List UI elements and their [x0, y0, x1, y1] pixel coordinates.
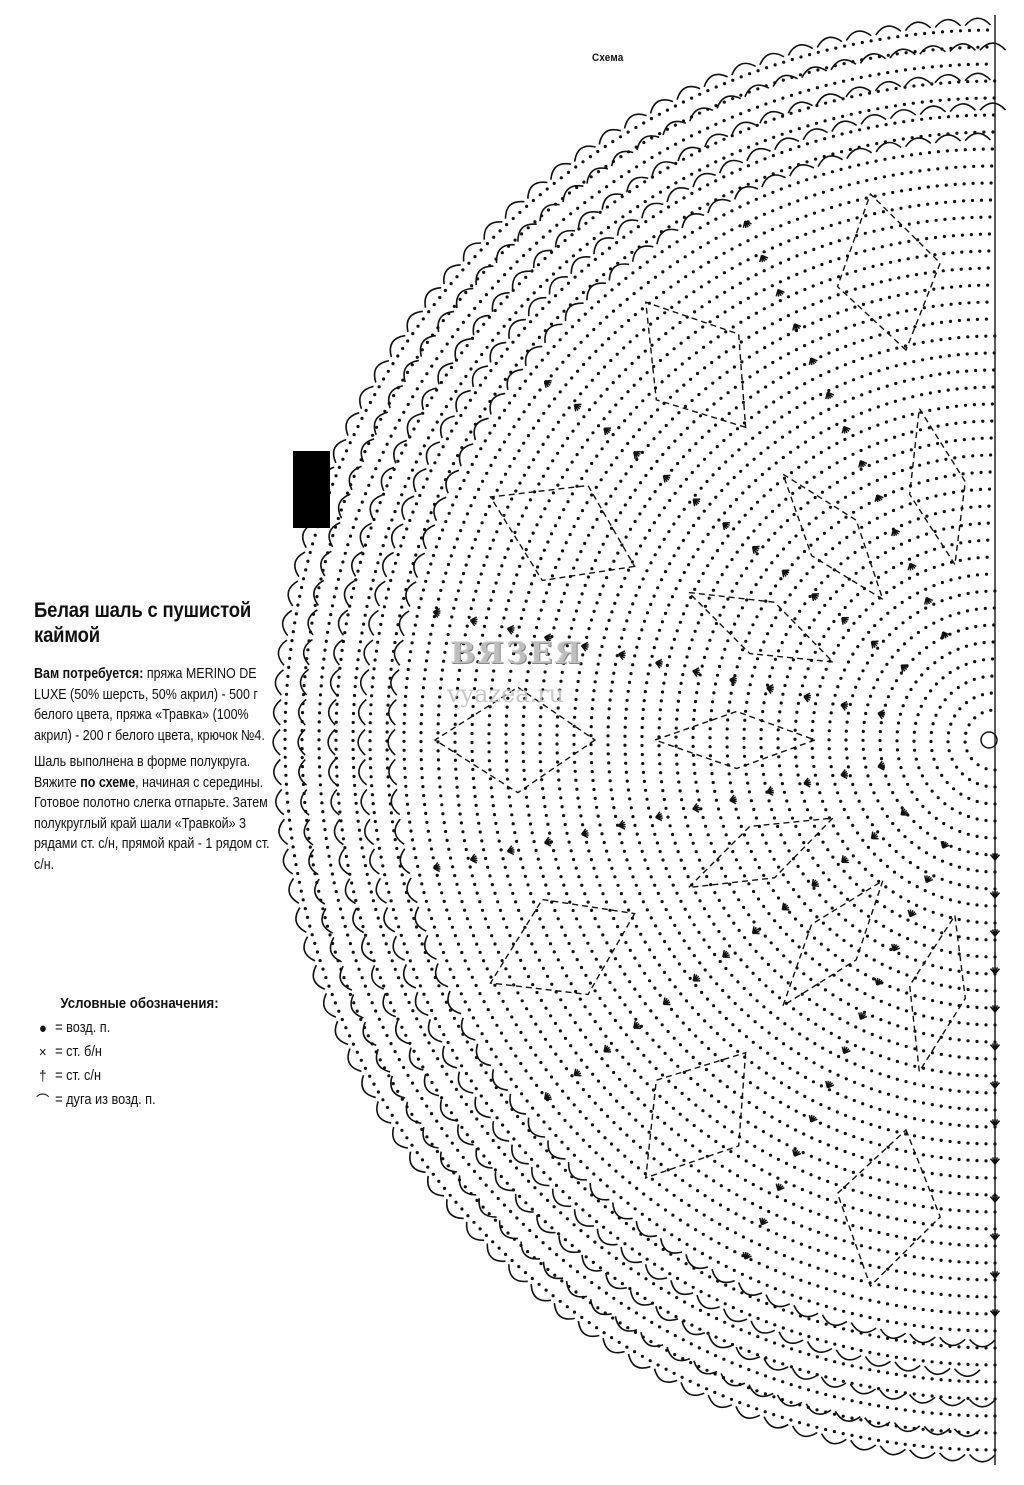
materials-text: пряжа MERINO DE LUXE (50% шерсть, 50% ак… [34, 666, 265, 744]
chart-pattern [272, 15, 1007, 1465]
chain-stitch-icon: ● [38, 1019, 47, 1037]
legend-title: Условные обозначения: [60, 995, 219, 1012]
page-title: Белая шаль с пушистой каймой [34, 598, 263, 648]
legend-label: = ст. б/н [55, 1044, 102, 1060]
legend-item: † = ст. с/н [34, 1064, 219, 1088]
materials-paragraph: Вам потребуется: пряжа MERINO DE LUXE (5… [34, 664, 279, 746]
redaction-block [293, 451, 330, 528]
legend-label: = дуга из возд. п. [55, 1092, 156, 1108]
chain-arc-icon: ⌒ [36, 1092, 50, 1110]
materials-lead: Вам потребуется: [34, 666, 144, 682]
watermark-logo: ВЯЗЕЯ [450, 636, 583, 671]
instructions-text: Шаль выполнена в форме полукруга. Вяжите [34, 754, 251, 791]
double-crochet-icon: † [39, 1067, 47, 1085]
instructions-paragraph: Шаль выполнена в форме полукруга. Вяжите… [34, 752, 279, 875]
watermark-url: vyazea.ru [447, 680, 565, 708]
instructions-text-end: , начиная с середины. Готовое полотно сл… [34, 774, 270, 873]
single-crochet-icon: × [38, 1043, 47, 1061]
description: Вам потребуется: пряжа MERINO DE LUXE (5… [34, 664, 279, 881]
legend: Условные обозначения: ● = возд. п. × = ст.… [34, 995, 219, 1112]
legend-item: × = ст. б/н [34, 1040, 219, 1064]
legend-item: ● = возд. п. [34, 1016, 219, 1040]
instructions-bold: по схеме [80, 774, 136, 791]
legend-label: = ст. с/н [55, 1068, 101, 1084]
legend-item: ⌒ = дуга из возд. п. [34, 1088, 219, 1112]
diagram-label: Схема [592, 52, 624, 64]
legend-label: = возд. п. [55, 1020, 111, 1036]
